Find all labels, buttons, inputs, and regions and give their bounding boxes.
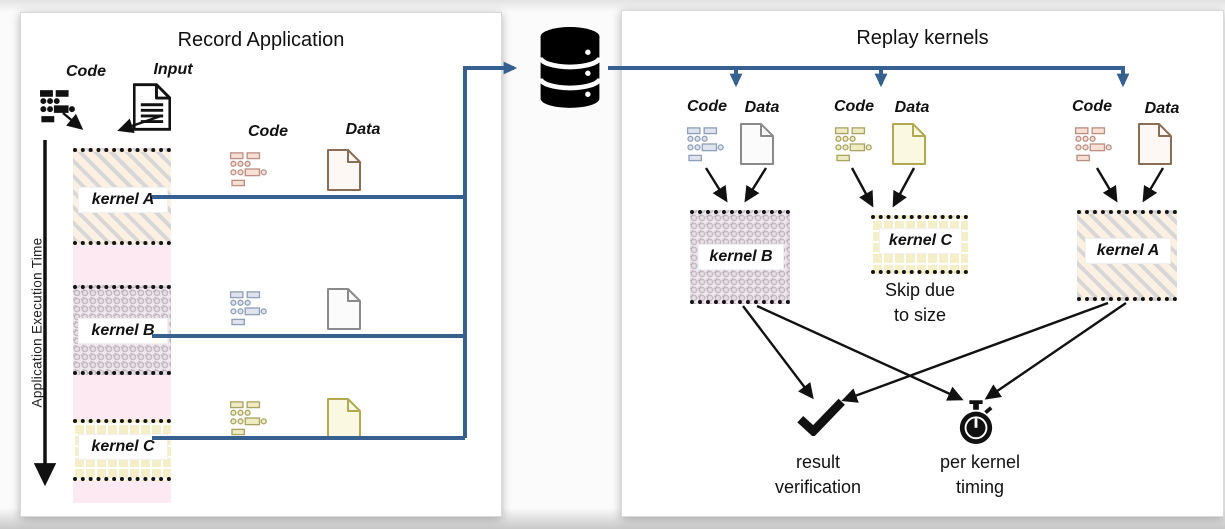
stopwatch-icon xyxy=(959,400,993,444)
replay-b-code-label: Code xyxy=(687,98,727,115)
app-code-label: Code xyxy=(66,63,106,80)
result-verification-label: result verification xyxy=(756,450,880,500)
replay-b-data-icon xyxy=(741,124,773,164)
kernel-c-data-icon xyxy=(328,399,360,439)
kernel-a-data-icon xyxy=(328,150,360,190)
replay-a-code-icon xyxy=(1075,127,1112,161)
skip-note-line2: to size xyxy=(893,305,947,325)
result-line1: result xyxy=(795,452,840,472)
execution-time-axis-label: Application Execution Time xyxy=(29,237,45,408)
per-kernel-timing-label: per kernel timing xyxy=(918,450,1042,500)
replay-c-code-icon xyxy=(835,127,872,161)
database-icon xyxy=(538,27,602,108)
app-code-icon xyxy=(40,90,75,122)
replay-a-data-label: Data xyxy=(1144,100,1180,117)
replay-a-code-label: Code xyxy=(1072,98,1112,115)
record-application-title: Record Application xyxy=(177,29,345,51)
kernel-c-name: kernel C xyxy=(78,434,168,460)
replay-kernels-title: Replay kernels xyxy=(856,27,989,49)
replay-b-code-icon xyxy=(687,127,724,161)
code-column-header: Code xyxy=(248,123,288,140)
skip-note-line1: Skip due xyxy=(884,280,956,300)
replay-c-data-icon xyxy=(893,124,925,164)
app-input-label: Input xyxy=(153,61,193,78)
kernel-b-code-icon xyxy=(230,291,267,325)
replay-b-data-label: Data xyxy=(744,99,780,116)
kernel-a-name: kernel A xyxy=(78,187,168,213)
kernel-b-data-icon xyxy=(328,289,360,329)
kernel-c-code-icon xyxy=(230,401,267,435)
replay-c-code-label: Code xyxy=(834,98,874,115)
replay-kernel-a-name: kernel A xyxy=(1085,238,1171,264)
data-column-header: Data xyxy=(345,121,381,138)
result-line2: verification xyxy=(774,477,862,497)
timing-line1: per kernel xyxy=(939,452,1021,472)
replay-a-data-icon xyxy=(1139,124,1171,164)
kernel-a-code-icon xyxy=(230,152,267,186)
replay-kernel-c-name: kernel C xyxy=(879,228,962,254)
skip-note: Skip due to size xyxy=(858,278,982,328)
replay-kernel-b-name: kernel B xyxy=(698,244,784,270)
record-application-panel: Record Application Code Input Applicatio… xyxy=(20,12,502,517)
timing-line2: timing xyxy=(955,477,1004,497)
checkmark-icon xyxy=(797,398,845,436)
replay-c-data-label: Data xyxy=(894,99,930,116)
kernel-b-name: kernel B xyxy=(78,318,168,344)
app-input-file-icon xyxy=(133,83,171,131)
